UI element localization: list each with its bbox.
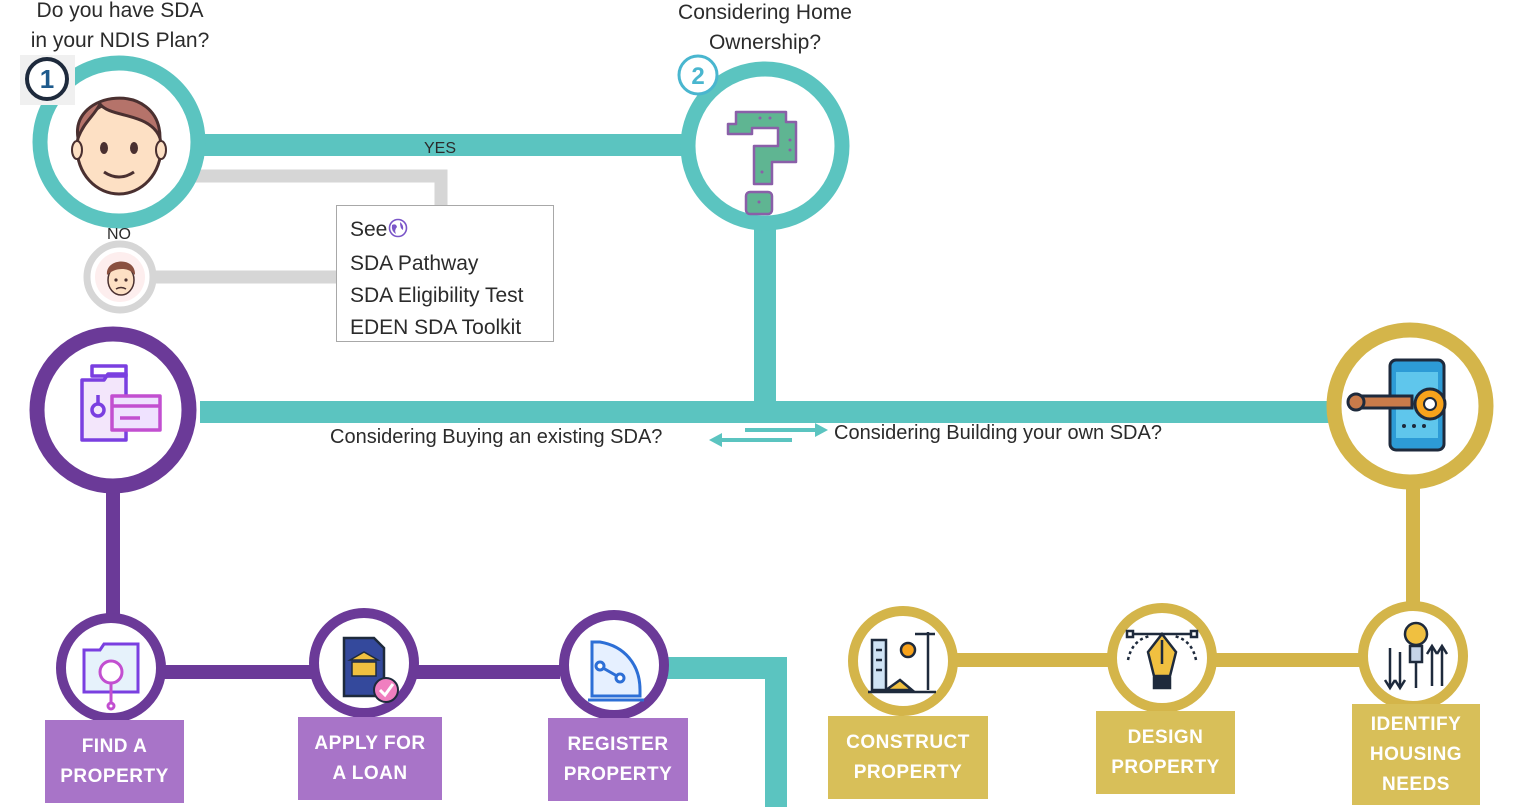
apply-loan-line1: APPLY FOR	[314, 732, 426, 754]
register-property-line2: PROPERTY	[563, 763, 673, 785]
teal-connectors	[200, 134, 1330, 807]
circle-identify-needs	[1358, 601, 1468, 711]
register-property-line1: REGISTER	[567, 733, 669, 755]
circle-buy-hub	[29, 326, 197, 494]
design-property-label: DESIGN PROPERTY	[1096, 711, 1235, 794]
circle-find-property	[56, 613, 166, 723]
apply-loan-line2: A LOAN	[332, 762, 408, 784]
circle-step-two	[680, 61, 850, 231]
step-one-badge: 1	[20, 55, 75, 105]
blueprint-tool-icon	[588, 640, 644, 702]
design-property-line1: DESIGN	[1127, 726, 1204, 748]
globe-icon[interactable]	[388, 216, 408, 248]
question-mark-icon	[726, 110, 798, 216]
identify-housing-needs-label: IDENTIFY HOUSING NEEDS	[1352, 704, 1480, 805]
find-property-label: FIND A PROPERTY	[45, 720, 184, 803]
step-two-badge: 2	[677, 54, 719, 96]
yes-label: YES	[424, 140, 457, 157]
step-two-question-line2: Ownership?	[708, 31, 822, 54]
register-property-label: REGISTER PROPERTY	[548, 718, 688, 801]
construction-crane-icon	[868, 632, 936, 694]
identify-line2: HOUSING	[1369, 743, 1463, 765]
design-property-line2: PROPERTY	[1111, 756, 1220, 778]
grey-connectors	[150, 169, 448, 284]
circle-build-hub	[1326, 322, 1494, 490]
folder-search-icon	[82, 642, 140, 711]
svg-text:1: 1	[40, 64, 54, 94]
circle-step-one	[32, 55, 206, 229]
happy-face-icon	[71, 96, 167, 196]
pen-tool-icon	[1125, 629, 1199, 690]
apply-loan-label: APPLY FOR A LOAN	[298, 717, 442, 800]
lightbulb-arrows-icon	[1383, 621, 1449, 691]
find-property-line2: PROPERTY	[60, 765, 169, 787]
construct-property-label: CONSTRUCT PROPERTY	[828, 716, 988, 799]
step-one-question-line1: Do you have SDA	[36, 0, 204, 22]
sad-face-icon	[83, 240, 157, 314]
circle-apply-loan	[309, 608, 419, 718]
link-eden-sda-toolkit[interactable]: EDEN SDA Toolkit	[350, 316, 522, 339]
step-one-question: Do you have SDA in your NDIS Plan?	[0, 0, 240, 56]
step-one-question-line2: in your NDIS Plan?	[30, 29, 210, 52]
identify-line1: IDENTIFY	[1370, 713, 1462, 735]
link-sda-pathway[interactable]: SDA Pathway	[350, 252, 479, 275]
circle-register-property	[559, 610, 669, 720]
no-label: NO	[107, 226, 131, 243]
circle-design-property	[1107, 603, 1217, 713]
svg-text:2: 2	[691, 63, 704, 90]
find-property-line1: FIND A	[81, 735, 148, 757]
bank-document-icon	[342, 636, 399, 703]
step-two-question-line1: Considering Home	[678, 1, 852, 24]
construct-property-line1: CONSTRUCT	[846, 731, 970, 753]
identify-line3: NEEDS	[1382, 773, 1450, 795]
see-label: See	[350, 218, 388, 241]
phone-wrench-gear-icon	[1346, 358, 1447, 452]
see-resources-box: See SDA Pathway SDA Eligibility Test EDE…	[336, 205, 554, 342]
circle-construct-property	[848, 606, 958, 716]
see-line: See	[350, 214, 553, 248]
buy-branch-label: Considering Buying an existing SDA?	[330, 426, 663, 448]
arrows-icon	[709, 423, 828, 447]
folder-card-icon	[80, 364, 162, 442]
link-sda-eligibility-test[interactable]: SDA Eligibility Test	[350, 284, 524, 307]
construct-property-line2: PROPERTY	[853, 761, 963, 783]
step-two-question: Considering Home Ownership?	[640, 0, 890, 58]
build-branch-label: Considering Building your own SDA?	[834, 422, 1162, 444]
